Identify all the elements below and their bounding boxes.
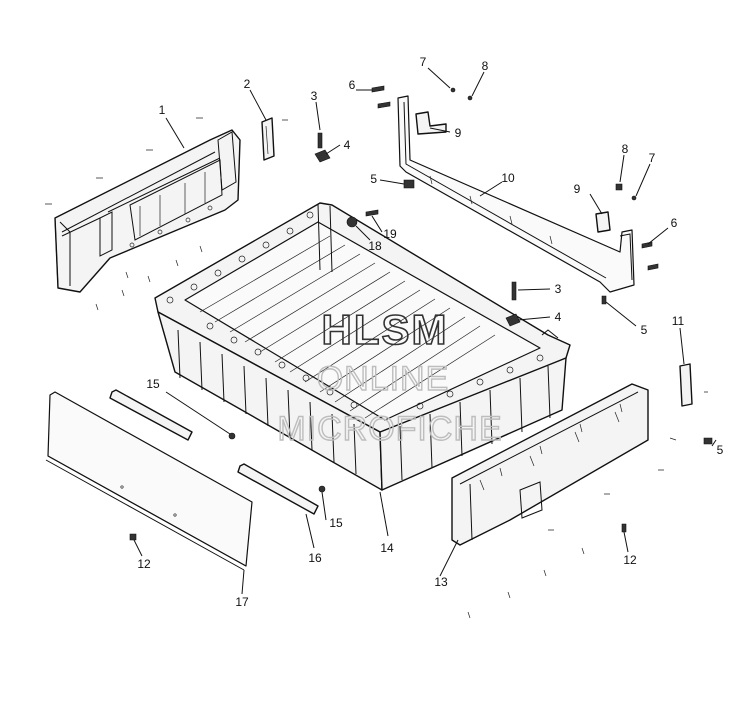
bracket-9-right [595,211,611,233]
callout-5-right: 5 [717,443,724,457]
callout-4: 4 [344,138,351,152]
callout-17: 17 [235,595,249,609]
right-side-panel [451,383,649,546]
callout-6-right: 6 [671,216,678,230]
callout-5-mid: 5 [641,323,648,337]
left-side-panel [54,129,241,293]
rear-support-bar [397,95,635,293]
callout-10: 10 [501,171,515,185]
bracket-9-upper [415,111,447,135]
callout-6-upper: 6 [349,78,356,92]
callout-16: 16 [308,551,322,565]
callout-3-right: 3 [555,282,562,296]
corner-cap-11 [679,363,693,407]
callout-labels: 1 2 3 4 5 6 7 8 9 10 8 7 9 6 19 18 3 4 5… [137,55,723,609]
cargo-bed-tub [154,202,571,491]
callout-13: 13 [434,575,448,589]
watermark-line2: ONLINE [317,360,450,398]
callout-7-right: 7 [649,151,656,165]
callout-7-upper: 7 [420,55,427,69]
callout-3: 3 [311,89,318,103]
corner-cap-2 [261,117,275,161]
callout-18: 18 [368,239,382,253]
watermark: HLSM ONLINE MICROFICHE [277,305,503,449]
callout-11: 11 [672,314,685,328]
callout-8-right: 8 [622,142,629,156]
callout-9-upper: 9 [455,126,462,140]
callout-2: 2 [244,77,251,91]
callout-4-right: 4 [555,310,562,324]
callout-8-upper: 8 [482,59,489,73]
rub-strip-lower [237,463,319,515]
hardware [45,85,713,619]
callout-9-right: 9 [574,182,581,196]
watermark-line3: MICROFICHE [277,410,502,448]
callout-1: 1 [159,103,166,117]
callout-12-left: 12 [137,557,151,571]
tailgate-panel [45,391,253,571]
watermark-line1: HLSM [322,306,449,353]
leader-lines [133,67,717,595]
callout-15-lower: 15 [329,516,343,530]
callout-14: 14 [380,541,394,555]
callout-5-upper: 5 [370,172,377,186]
callout-15-upper: 15 [146,377,160,391]
callout-19: 19 [383,227,397,241]
rub-strip-upper [109,389,193,441]
callout-12-right: 12 [623,553,637,567]
